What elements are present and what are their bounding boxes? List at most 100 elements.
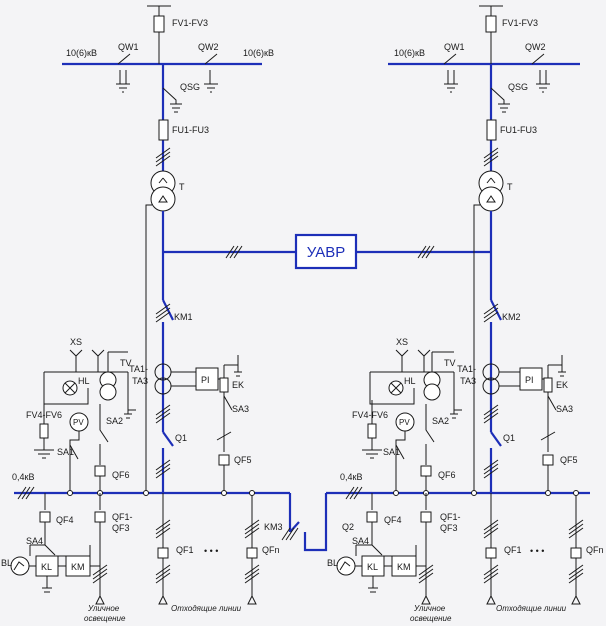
qsg-switch-left	[162, 87, 182, 113]
tv-label-left: TV	[120, 358, 132, 368]
transformer-left-secondary	[150, 186, 176, 212]
left-feeder: FV1-FV3 QW1 QW2 QSG FU1-FU3 T KM1	[1, 5, 280, 623]
dots-left: • • •	[204, 546, 218, 556]
km3-tick	[281, 527, 299, 541]
km3-label: KM3	[264, 522, 283, 532]
sa1-label-right: SA1	[383, 447, 400, 457]
pi-label-left: PI	[201, 375, 210, 385]
q1-left	[162, 431, 174, 447]
pi-label-right: PI	[525, 375, 534, 385]
xs-label-right: XS	[396, 337, 408, 347]
qfn-outgoing-right	[570, 547, 582, 559]
tv-label-right: TV	[444, 358, 456, 368]
street-label-2-right: освещение	[410, 614, 452, 623]
ta-label-top-right: TA1-	[457, 364, 476, 374]
qf5-label-right: QF5	[560, 455, 578, 465]
qf1-label-right: QF1	[504, 545, 522, 555]
km2-label: KM2	[502, 312, 521, 322]
bl-sensor-right	[336, 556, 356, 576]
hv-arrester-right	[485, 15, 497, 33]
ta-label-bot-right: TA3	[460, 376, 476, 386]
ta-label-bot-left: TA3	[132, 376, 148, 386]
qw2-switch-left	[204, 53, 218, 84]
transformer-right-secondary	[478, 186, 504, 212]
pv-label-right: PV	[399, 418, 410, 427]
km1-label: KM1	[174, 312, 193, 322]
xs-label-left: XS	[70, 337, 82, 347]
qsg-switch-right	[490, 87, 510, 113]
street-label-1-left: Уличное	[87, 604, 120, 613]
km-label-left: KM	[71, 562, 85, 572]
qw2-label-left: QW2	[198, 42, 219, 52]
lv-voltage-label-left: 0,4кВ	[12, 472, 34, 482]
ek-label-right: EK	[556, 380, 568, 390]
tv-left-2	[99, 383, 117, 401]
qf4-left	[39, 511, 51, 523]
fu-label-right: FU1-FU3	[500, 125, 537, 135]
t-label-right: T	[507, 182, 513, 192]
qsg-label-left: QSG	[180, 82, 200, 92]
qw1-switch-right	[443, 53, 457, 84]
sa3-label-left: SA3	[232, 404, 249, 414]
uavr-bus-tick-right	[417, 245, 435, 259]
ek-heater-left	[219, 377, 229, 393]
kl-label-left: KL	[41, 562, 52, 572]
qf4-label-left: QF4	[56, 515, 74, 525]
pv-label-left: PV	[73, 418, 84, 427]
qf6-label-right: QF6	[438, 470, 456, 480]
qf4-label-right: QF4	[384, 515, 402, 525]
uavr-box	[294, 233, 358, 270]
right-feeder: FV1-FV3 QW1 QW2 QSG FU1-FU3 T KM2 TA1- T…	[327, 5, 604, 623]
qfn-label-left: QFn	[262, 545, 280, 555]
dots-right: • • •	[530, 546, 544, 556]
qf1-outgoing-right	[485, 547, 497, 559]
outgoing-label-left: Отходящие линии	[171, 604, 242, 613]
qf13-bot-left: QF3	[112, 523, 130, 533]
street-label-1-right: Уличное	[413, 604, 446, 613]
uavr-bus-tick-left	[225, 245, 243, 259]
sa4-label-left: SA4	[26, 536, 43, 546]
q1-label-right: Q1	[503, 433, 515, 443]
qw2-switch-right	[531, 53, 547, 84]
fuse-right	[486, 119, 497, 141]
ek-heater-right	[543, 377, 553, 393]
hv-voltage-label-2: 10(6)кВ	[243, 48, 274, 58]
fuse-left	[158, 119, 169, 141]
qf1-label-left: QF1	[176, 545, 194, 555]
qf5-label-left: QF5	[234, 455, 252, 465]
sa2-label-right: SA2	[432, 416, 449, 426]
qw1-label-left: QW1	[118, 42, 139, 52]
sa4-label-right: SA4	[352, 536, 369, 546]
lv-arrester-right	[367, 423, 377, 439]
qf6-label-left: QF6	[112, 470, 130, 480]
sa2-label-left: SA2	[106, 416, 123, 426]
hl-label-right: HL	[404, 376, 416, 386]
km-label-right: KM	[397, 562, 411, 572]
qf13-top-left: QF1-	[112, 512, 133, 522]
fv-lv-label-right: FV4-FV6	[352, 410, 388, 420]
lv-voltage-label-right: 0,4кВ	[340, 472, 362, 482]
bl-sensor-left	[10, 556, 30, 576]
t-label-left: T	[179, 182, 185, 192]
km3-coupler	[288, 493, 328, 552]
fv-hv-label-left: FV1-FV3	[172, 18, 208, 28]
outgoing-label-right: Отходящие линии	[496, 604, 567, 613]
qw1-label-right: QW1	[444, 42, 465, 52]
q2-label-right: Q2	[342, 522, 354, 532]
qf5-right	[542, 454, 554, 466]
qf13-right	[420, 511, 432, 523]
hl-label-left: HL	[78, 376, 90, 386]
kl-label-right: KL	[367, 562, 378, 572]
sa3-label-right: SA3	[556, 404, 573, 414]
lv-bus-tick-left	[17, 486, 35, 500]
bl-label-right: BL	[327, 558, 338, 568]
q1-right	[490, 431, 502, 447]
ek-label-left: EK	[232, 380, 244, 390]
qf5-left	[218, 454, 230, 466]
qf13-bot-right: QF3	[440, 523, 458, 533]
qfn-label-right: QFn	[586, 545, 604, 555]
lv-bus-tick-right	[345, 486, 363, 500]
q1-label-left: Q1	[175, 433, 187, 443]
qf6-left	[94, 465, 106, 477]
